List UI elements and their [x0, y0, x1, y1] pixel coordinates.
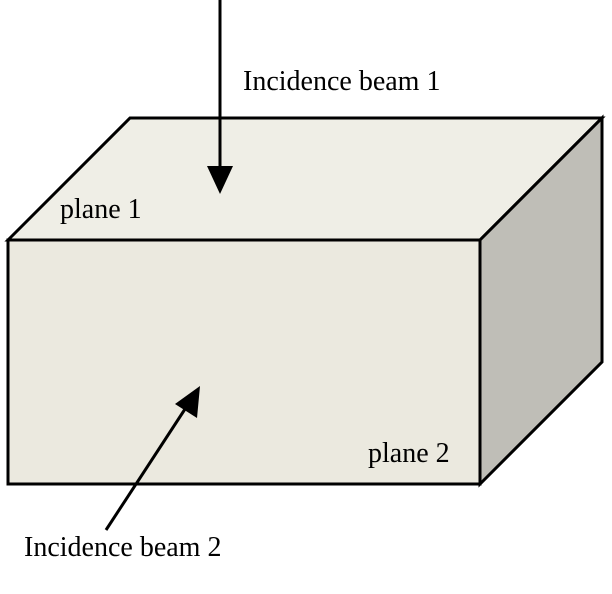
plane-1-label: plane 1 — [60, 194, 142, 225]
beam-1-label: Incidence beam 1 — [243, 66, 440, 97]
beam-1-arrow — [207, 0, 233, 194]
beam-2-label: Incidence beam 2 — [24, 532, 221, 563]
plane-2-label: plane 2 — [368, 438, 450, 469]
beam-2-arrow — [104, 386, 200, 531]
front-face — [6, 238, 482, 486]
